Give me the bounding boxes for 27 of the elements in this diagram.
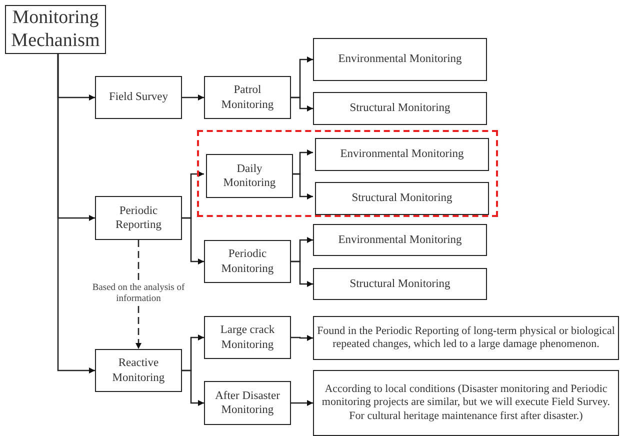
process-box: According to local conditions (Disaster monitoring and Periodic monitoring projects are similar, but we will execute Field Survey. For cultural heritage maintenance first after disaster.) bbox=[313, 370, 619, 436]
process-box: Environmental Monitoring bbox=[315, 138, 489, 171]
process-box: Structural Monitoring bbox=[313, 268, 487, 300]
process-box: Periodic Monitoring bbox=[204, 240, 291, 283]
arrow bbox=[182, 217, 204, 264]
arrow bbox=[291, 400, 313, 406]
arrow bbox=[182, 370, 204, 406]
process-box: Patrol Monitoring bbox=[204, 76, 291, 119]
process-box: Daily Monitoring bbox=[206, 154, 293, 198]
arrow bbox=[57, 54, 95, 374]
process-box: Reactive Monitoring bbox=[95, 349, 182, 392]
process-box: Large crack Monitoring bbox=[204, 316, 291, 359]
arrow bbox=[291, 96, 313, 112]
process-box: Periodic Reporting bbox=[95, 196, 182, 240]
process-box: After Disaster Monitoring bbox=[204, 381, 291, 425]
process-box: Environmental Monitoring bbox=[313, 38, 487, 81]
arrow bbox=[291, 335, 313, 341]
arrow bbox=[291, 260, 313, 287]
arrow bbox=[291, 173, 313, 200]
process-box: Monitoring Mechanism bbox=[5, 5, 106, 54]
highlight-frame bbox=[197, 130, 498, 217]
process-box: Environmental Monitoring bbox=[313, 224, 487, 256]
process-box: Structural Monitoring bbox=[313, 92, 487, 125]
arrow bbox=[182, 94, 204, 100]
process-box: Structural Monitoring bbox=[315, 182, 489, 215]
process-box: Field Survey bbox=[95, 76, 182, 119]
process-box: Found in the Periodic Reporting of long-term physical or biological repeated changes, which led to a large damage phenomenon. bbox=[313, 316, 619, 360]
